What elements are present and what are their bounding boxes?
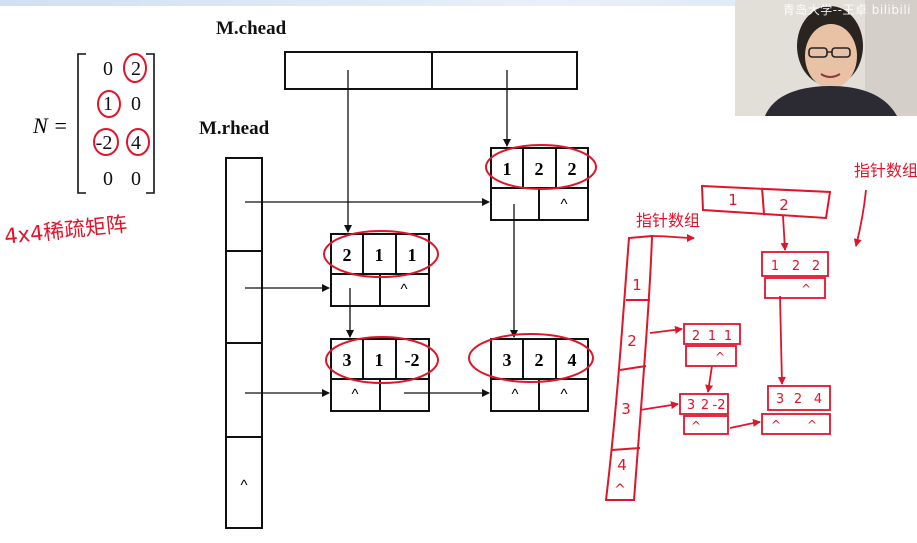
sketch-label-col-pointers: 指针数组 [854,161,917,180]
sketch-col-head [700,184,832,220]
svg-text:^: ^ [771,418,781,432]
matrix-highlights [93,53,150,156]
node-row-value: 3 [343,350,352,370]
node-row-value: 3 [503,350,512,370]
svg-text:2: 2 [812,259,820,274]
matrix-name: N = [33,113,69,138]
node-null-down: ^ [511,386,518,403]
matrix-cell: -2 [96,132,113,154]
watermark: 青岛大学--王卓 bilibili [782,3,911,17]
matrix-cell: 4 [131,132,141,154]
rhead-label: M.rhead [199,118,270,139]
svg-text:2: 2 [794,392,802,407]
sketch-row-null: ^ [614,482,626,498]
svg-text:2: 2 [779,196,789,214]
node-col-value: 1 [375,350,384,370]
node-row-value: 1 [503,159,512,179]
matrix-cell: 1 [103,93,113,115]
svg-text:^: ^ [801,282,811,296]
node-elem-value: 1 [408,245,417,265]
svg-text:1: 1 [724,329,732,344]
matrix-cell: 0 [131,168,141,190]
svg-text:1: 1 [708,329,716,344]
sketch-row-head [604,234,654,501]
matrix-cell: 0 [103,168,113,190]
svg-text:-2: -2 [713,398,726,413]
svg-text:2: 2 [701,398,709,413]
svg-text:^: ^ [807,418,817,432]
node-null-right: ^ [560,386,567,403]
pointer-arrows [245,70,518,397]
node-null-down: ^ [351,386,358,403]
sketch-col-labels: 1 2 [728,191,789,214]
matrix-cell: 2 [131,58,141,80]
node-col-value: 2 [535,350,544,370]
node-null-right: ^ [400,281,407,298]
sketch-nodes [679,251,831,435]
svg-text:2: 2 [627,332,637,350]
svg-text:2: 2 [692,329,700,344]
matrix-brackets [77,53,155,194]
sketch-arrows [639,189,867,429]
webcam-overlay: 青岛大学--王卓 bilibili [735,0,917,116]
svg-text:3: 3 [621,400,631,418]
matrix-cell: 0 [131,93,141,115]
svg-text:3: 3 [776,392,784,407]
node-elem-value: 2 [568,159,577,179]
node-elem-value: -2 [405,350,420,370]
node-highlights [323,144,597,384]
node-elem-value: 4 [568,350,577,370]
presenter-video-icon [735,0,917,116]
svg-text:1: 1 [728,191,738,209]
chead-label: M.chead [216,18,287,39]
node-col-value: 2 [535,159,544,179]
sketch-row-labels: 1 2 3 4 [617,276,642,474]
svg-text:2: 2 [792,259,800,274]
svg-text:1: 1 [632,276,642,294]
sparse-note: 4x4稀疏矩阵 [3,212,128,249]
node-3-1-neg2: 3 1 -2 ^ [330,338,430,412]
column-head-array [284,51,578,90]
sketch-label-row-pointers: 指针数组 [636,211,700,230]
svg-text:3: 3 [687,398,695,413]
svg-text:4: 4 [814,392,822,407]
sketch-node-values: 1 2 2 2 1 1 3 2 -2 3 2 4 [687,259,822,413]
svg-text:4: 4 [617,456,627,474]
node-row-value: 2 [343,245,352,265]
matrix-cells: 0 2 1 0 -2 4 0 0 [96,58,141,190]
top-bar [0,0,917,6]
sketch-node-nulls: ^ ^ ^ ^ ^ [691,282,817,433]
node-3-2-4: 3 2 4 ^ ^ [490,338,589,412]
svg-text:^: ^ [715,350,725,364]
matrix-cell: 0 [103,58,113,80]
node-null-right: ^ [560,196,567,213]
node-col-value: 1 [375,245,384,265]
node-2-1-1: 2 1 1 ^ [330,233,430,307]
row-head-null: ^ [240,477,247,494]
row-head-array [225,157,263,529]
svg-text:1: 1 [771,259,779,274]
svg-text:^: ^ [691,419,701,433]
